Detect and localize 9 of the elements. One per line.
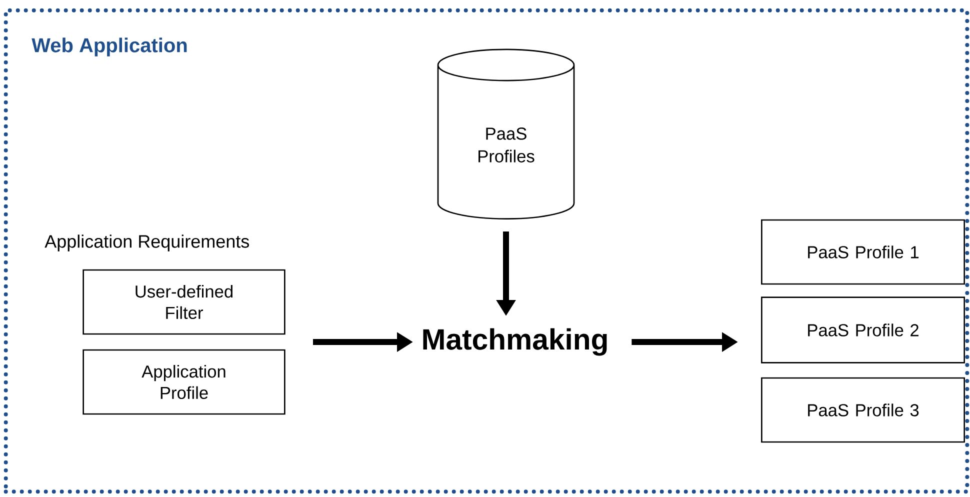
profile-box: User-defined Filter — [82, 269, 286, 335]
profile-box: PaaS Profile 1 — [761, 219, 966, 285]
process-label: Matchmaking — [423, 328, 607, 356]
group-heading: Application Requirements — [44, 234, 249, 252]
database-cylinder: PaaS Profiles — [437, 48, 575, 220]
profile-box: Application Profile — [82, 349, 286, 415]
profile-box: PaaS Profile 2 — [761, 296, 966, 364]
profile-box: PaaS Profile 3 — [761, 377, 966, 443]
frame-title: Web Application — [32, 38, 187, 56]
